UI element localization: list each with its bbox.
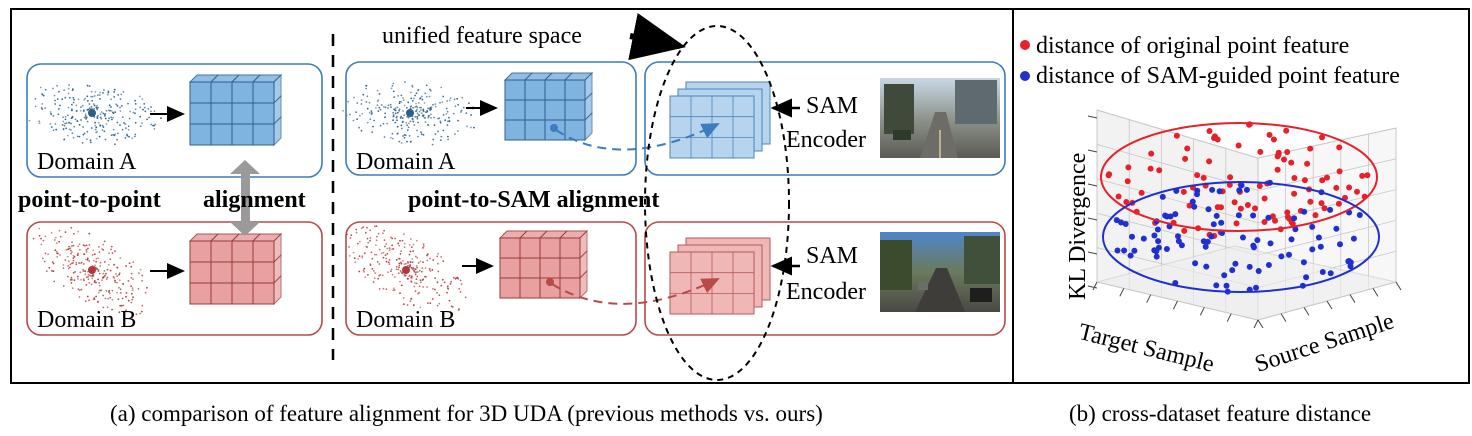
domain-a-box-right — [345, 61, 637, 176]
alignment-label: alignment — [203, 187, 306, 213]
scatter-3d-axes — [1087, 109, 1402, 329]
cube-grid-icon — [188, 73, 283, 147]
sam-feature-box-b — [644, 221, 1006, 336]
point-to-sam-label: point-to-SAM alignment — [408, 187, 660, 213]
unified-feature-space-ellipse — [644, 25, 790, 381]
caption-b: (b) cross-dataset feature distance — [1069, 401, 1372, 426]
feature-arrow-a — [555, 123, 720, 151]
scatter-points-sam — [1113, 179, 1363, 295]
point-to-point-label: point-to-point — [18, 187, 161, 213]
point-cloud-icon — [32, 226, 148, 316]
point-cloud-icon — [342, 81, 475, 146]
sam-encoder-label-a-line2: Encoder — [786, 127, 866, 153]
cube-grid-icon — [498, 229, 589, 300]
domain-a-label-right: Domain A — [356, 149, 456, 175]
sam-feature-box-a — [644, 61, 1006, 176]
domain-a-label-left: Domain A — [37, 149, 137, 175]
arrow-right-icon — [628, 13, 686, 61]
road-photo-icon — [880, 78, 1000, 158]
feature-arrow-b — [551, 278, 720, 305]
domain-b-box-right — [345, 221, 637, 336]
domain-b-label-right: Domain B — [356, 307, 456, 333]
sam-encoder-label-a-line1: SAM — [806, 93, 859, 119]
sam-feature-stack-a — [669, 81, 771, 159]
road-photo-icon — [880, 232, 1000, 312]
panel-divider — [1012, 8, 1014, 384]
sam-feature-stack-b — [669, 237, 771, 315]
sam-encoder-label-b-line2: Encoder — [786, 279, 866, 305]
sam-encoder-label-b-line1: SAM — [806, 243, 859, 269]
legend-label-sam: distance of SAM-guided point feature — [1036, 63, 1400, 89]
double-arrow-icon — [230, 160, 260, 236]
z-axis-label: KL Divergence — [1065, 152, 1091, 300]
sam-distribution-ellipse — [1102, 181, 1380, 293]
domain-b-label-left: Domain B — [37, 307, 137, 333]
unified-feature-space-label: unified feature space — [382, 23, 582, 49]
cube-grid-icon — [188, 232, 283, 306]
legend-marker-original — [1020, 40, 1030, 50]
point-cloud-icon — [28, 84, 162, 146]
domain-b-box-left — [26, 221, 323, 336]
original-distribution-ellipse — [1100, 122, 1378, 232]
caption-a: (a) comparison of feature alignment for … — [110, 401, 823, 426]
cube-grid-icon — [503, 71, 594, 142]
figure-frame — [10, 8, 1470, 384]
domain-a-box-left — [26, 63, 323, 178]
legend-marker-sam — [1020, 71, 1030, 81]
legend-label-original: distance of original point feature — [1036, 33, 1350, 59]
point-cloud-icon — [345, 225, 467, 312]
